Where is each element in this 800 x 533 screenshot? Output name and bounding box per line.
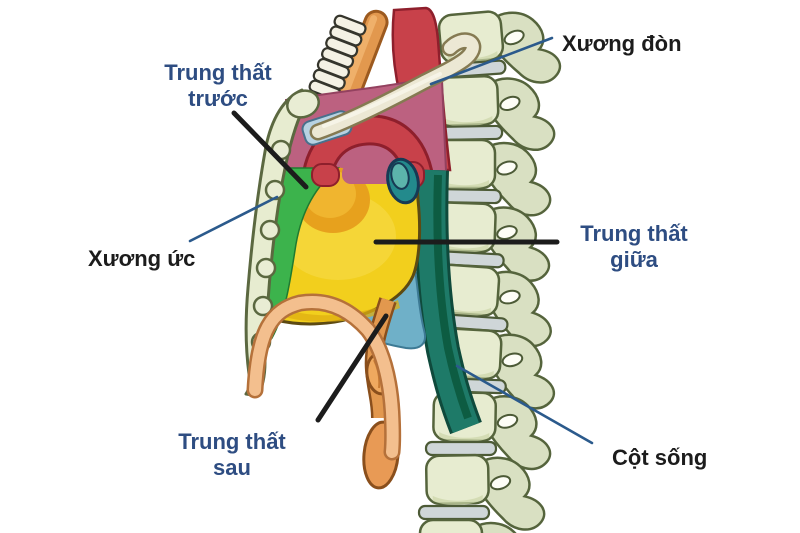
label-posterior-line1: Trung thất bbox=[178, 429, 286, 454]
label-posterior-mediastinum: Trung thất sau bbox=[150, 429, 314, 481]
descending-aorta bbox=[433, 174, 472, 420]
manubrium bbox=[286, 89, 320, 119]
label-sternum: Xương ức bbox=[88, 246, 196, 271]
costal-cartilage bbox=[255, 257, 277, 279]
costal-cartilage bbox=[259, 219, 281, 241]
label-clavicle: Xương đòn bbox=[562, 31, 682, 56]
label-spine: Cột sống bbox=[612, 445, 708, 470]
leader-line-clavicle bbox=[429, 36, 554, 86]
label-middle-line2: giữa bbox=[610, 247, 658, 272]
leader-lines bbox=[188, 36, 594, 445]
label-posterior-line2: sau bbox=[213, 455, 251, 480]
aortic-arch bbox=[300, 114, 436, 189]
label-middle-mediastinum: Trung thất giữa bbox=[552, 221, 716, 273]
diaphragm bbox=[246, 293, 402, 461]
leader-line-spine bbox=[455, 364, 594, 445]
leader-line-anterior bbox=[231, 110, 309, 190]
clavicle-bone bbox=[309, 32, 482, 141]
label-anterior-mediastinum: Trung thất trước bbox=[136, 60, 300, 112]
costal-cartilage bbox=[252, 295, 274, 317]
pulmonary-vessel-circle bbox=[386, 157, 420, 205]
costal-cartilage bbox=[264, 179, 286, 201]
intervertebral-disc bbox=[424, 440, 498, 457]
label-middle-line1: Trung thất bbox=[580, 221, 688, 246]
leader-line-sternum bbox=[188, 195, 279, 243]
intervertebral-disc bbox=[417, 504, 491, 521]
label-anterior-line2: trước bbox=[188, 86, 248, 111]
posterior-mediastinum-band bbox=[414, 169, 482, 435]
label-anterior-line1: Trung thất bbox=[164, 60, 272, 85]
leader-line-posterior bbox=[315, 313, 389, 423]
